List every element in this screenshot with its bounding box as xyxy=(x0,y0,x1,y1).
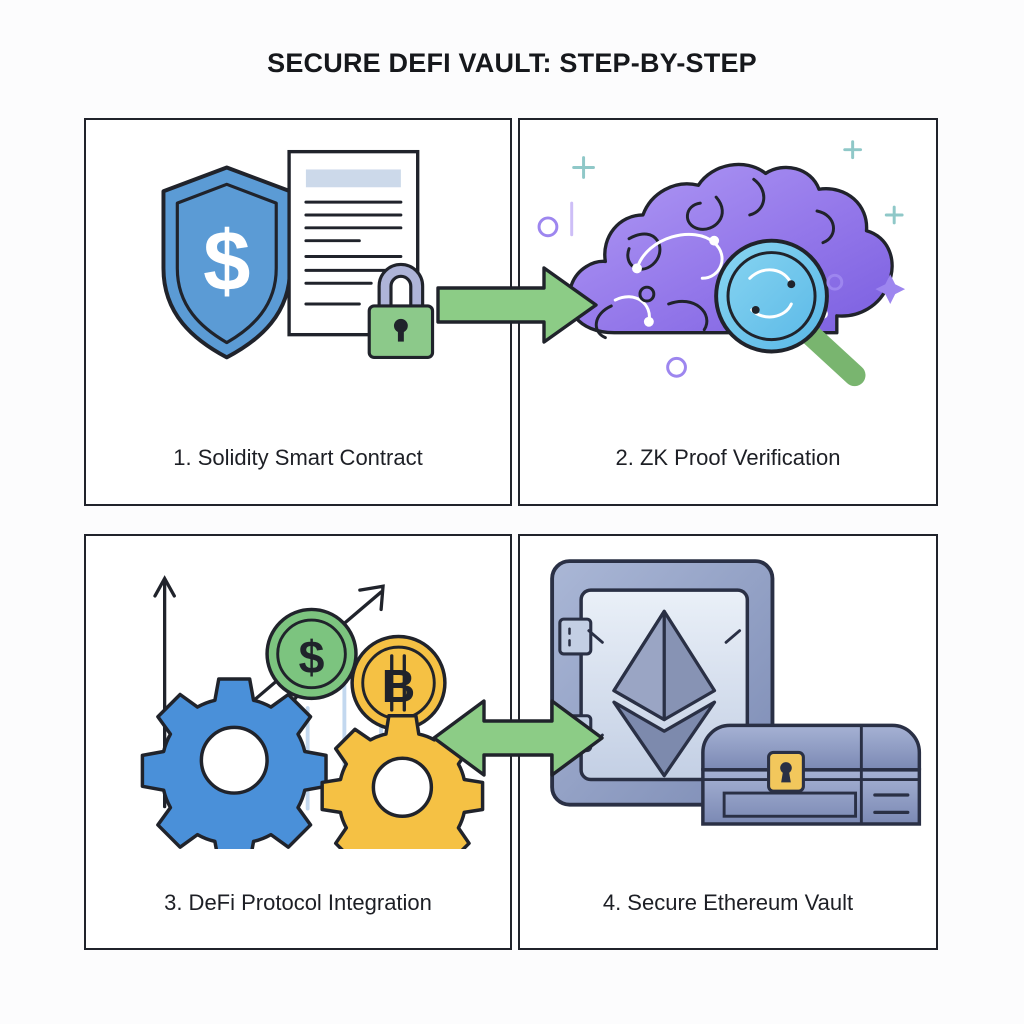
ethereum-diamond-icon xyxy=(587,609,742,778)
padlock-icon xyxy=(367,262,435,360)
sparkle-cross-icon xyxy=(572,140,904,225)
arrow-bidirectional-icon xyxy=(432,699,604,777)
panel-solidity-smart-contract[interactable]: $ xyxy=(84,118,512,506)
treasure-chest-icon xyxy=(701,723,922,826)
arrow-step-3-to-4 xyxy=(432,699,604,777)
page-title: SECURE DEFI VAULT: STEP-BY-STEP xyxy=(267,48,757,78)
magnifying-glass-icon xyxy=(714,238,866,387)
svg-text:$: $ xyxy=(299,631,325,683)
svg-text:$: $ xyxy=(203,214,250,309)
shield-dollar-icon: $ xyxy=(161,165,293,360)
illustration-gears-coins-chart: $ B xyxy=(140,575,485,850)
illustration-shield-document-padlock: $ xyxy=(161,149,435,360)
arrow-step-1-to-2 xyxy=(436,266,598,344)
panel-defi-protocol-integration[interactable]: $ B xyxy=(84,534,512,950)
panel-1-caption: 1. Solidity Smart Contract xyxy=(173,444,423,470)
gear-yellow-icon xyxy=(320,714,485,850)
dollar-coin-icon: $ xyxy=(265,607,358,701)
arrow-right-icon xyxy=(436,266,598,344)
svg-text:B: B xyxy=(382,660,415,712)
panel-3-caption: 3. DeFi Protocol Integration xyxy=(164,889,432,915)
gear-blue-icon xyxy=(140,677,328,850)
panel-4-caption: 4. Secure Ethereum Vault xyxy=(602,889,854,915)
illustration-cloud-brain-magnifier xyxy=(537,140,906,387)
panel-zk-proof-verification[interactable]: 2. ZK Proof Verification xyxy=(518,118,938,506)
small-circle-icon xyxy=(537,216,844,378)
chest-lock-icon xyxy=(767,750,805,793)
bitcoin-coin-icon: B xyxy=(350,634,447,732)
panel-2-caption: 2. ZK Proof Verification xyxy=(615,444,841,470)
sparkle-diamond-icon xyxy=(875,274,906,305)
